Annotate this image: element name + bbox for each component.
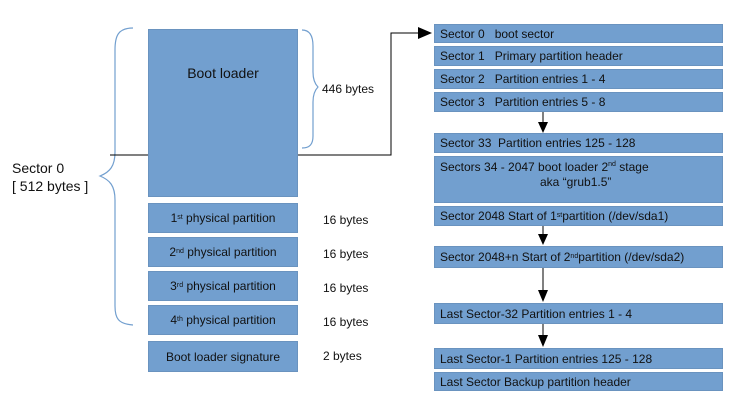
boot-signature-label: Boot loader signature bbox=[165, 349, 281, 364]
gpt-last-sector-label: Last Sector Backup partition header bbox=[440, 374, 631, 389]
partition-3-size: 16 bytes bbox=[323, 281, 369, 295]
gpt-sector-3: Sector 3 Partition entries 5 - 8 bbox=[434, 92, 723, 112]
gpt-last-sector-32-label: Last Sector-32 Partition entries 1 - 4 bbox=[440, 306, 633, 321]
gpt-sector-33-label: Sector 33 Partition entries 125 - 128 bbox=[440, 136, 636, 150]
boot-loader-box: Boot loader bbox=[148, 29, 298, 197]
gpt-last-sector-1: Last Sector-1 Partition entries 125 - 12… bbox=[434, 348, 723, 369]
boot-loader-label: Boot loader bbox=[187, 65, 259, 81]
gpt-sectors-34-2047-line2: aka “grub1.5” bbox=[540, 175, 612, 189]
gpt-s2048n-text-b: partition (/dev/sda2) bbox=[578, 250, 685, 264]
partition-2-num: 2 bbox=[169, 245, 177, 259]
arrow-s3-s33-head bbox=[538, 122, 548, 133]
partition-3-num: 3 bbox=[170, 279, 177, 293]
gpt-sector-1: Sector 1 Primary partition header bbox=[434, 46, 723, 66]
arrow-s2048n-head bbox=[538, 290, 548, 302]
gpt-sector-33: Sector 33 Partition entries 125 - 128 bbox=[434, 133, 723, 153]
sector0-link-arrowhead bbox=[418, 27, 432, 39]
gpt-s2048-text-b: partition (/dev/sda1) bbox=[562, 209, 669, 223]
gpt-s34-text-b: stage bbox=[615, 160, 649, 174]
gpt-last-sector-32: Last Sector-32 Partition entries 1 - 4 bbox=[434, 303, 723, 324]
gpt-s34-sup: nd bbox=[608, 161, 616, 168]
gpt-sectors-34-2047-line1: Sectors 34 - 2047 boot loader 2nd stage bbox=[440, 160, 649, 174]
gpt-sector-1-label: Sector 1 Primary partition header bbox=[440, 49, 623, 63]
sector0-label: Sector 0 bbox=[12, 160, 65, 176]
gpt-last-sector: Last Sector Backup partition header bbox=[434, 372, 723, 391]
arrow-last32-head bbox=[538, 335, 548, 347]
gpt-sectors-34-2047: Sectors 34 - 2047 boot loader 2nd stage … bbox=[434, 156, 723, 203]
boot-signature-box: Boot loader signature bbox=[148, 341, 298, 372]
gpt-sector-0: Sector 0 boot sector bbox=[434, 24, 723, 43]
partition-1-label: physical partition bbox=[186, 211, 276, 225]
sector0-brace bbox=[98, 27, 134, 326]
boot-signature-size: 2 bytes bbox=[323, 349, 362, 363]
partition-4-label: physical partition bbox=[186, 313, 276, 327]
partition-4-num: 4 bbox=[170, 313, 178, 327]
gpt-s2048n-text-a: Sector 2048+n Start of 2 bbox=[440, 250, 571, 264]
partition-1-size: 16 bytes bbox=[323, 213, 369, 227]
boot-loader-size: 446 bytes bbox=[322, 82, 375, 96]
partition-1-num: 1 bbox=[170, 211, 178, 225]
gpt-sector-2-label: Sector 2 Partition entries 1 - 4 bbox=[440, 72, 606, 86]
gpt-last-sector-1-label: Last Sector-1 Partition entries 125 - 12… bbox=[440, 351, 653, 366]
gpt-sector-2: Sector 2 Partition entries 1 - 4 bbox=[434, 69, 723, 89]
partition-2-label: physical partition bbox=[187, 245, 277, 259]
gpt-s34-text-a: Sectors 34 - 2047 boot loader 2 bbox=[440, 160, 609, 174]
partition-2-size: 16 bytes bbox=[323, 247, 369, 261]
bootloader-brace bbox=[301, 29, 319, 149]
gpt-sector-0-label: Sector 0 boot sector bbox=[440, 26, 555, 41]
partition-4-size: 16 bytes bbox=[323, 315, 369, 329]
gpt-s2048-text-a: Sector 2048 Start of 1 bbox=[440, 209, 557, 223]
sector0-size-label: [ 512 bytes ] bbox=[12, 178, 89, 194]
partition-3-label: physical partition bbox=[186, 279, 276, 293]
gpt-sector-3-label: Sector 3 Partition entries 5 - 8 bbox=[440, 95, 606, 109]
arrow-s2048-head bbox=[538, 234, 548, 245]
